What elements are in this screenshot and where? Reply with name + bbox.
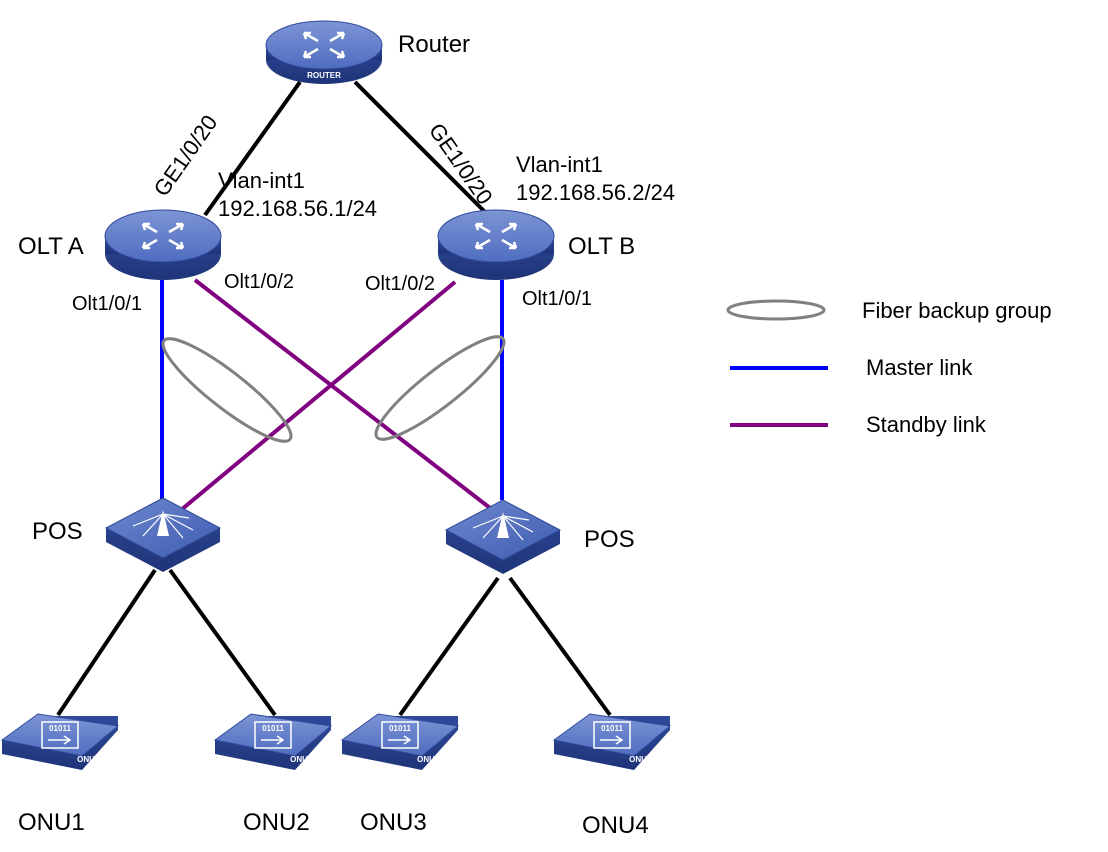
onu1-icon-label: ONU — [77, 755, 95, 764]
pos-right-onu3-link — [398, 576, 500, 717]
onu2-label: ONU2 — [243, 809, 310, 836]
standby-link-olt-a-to-right-pos — [193, 278, 492, 510]
olt-a-label: OLT A — [18, 233, 84, 260]
onu2-icon-label: ONU — [290, 755, 308, 764]
onu3-label: ONU3 — [360, 809, 427, 836]
olt-a-ip-label: 192.168.56.1/24 — [218, 196, 377, 221]
pos-right-onu4-link — [508, 576, 612, 717]
pos-left-onu1-link — [56, 568, 157, 717]
onu2-icon: 01011 ONU — [213, 713, 333, 770]
legend: Fiber backup group Master link Standby l… — [726, 298, 1052, 437]
links — [56, 80, 612, 717]
pos-left-splitter-icon — [104, 497, 222, 572]
olt-b-port2-label: Olt1/0/2 — [365, 273, 435, 295]
legend-master-link-label: Master link — [866, 355, 973, 380]
onu3-icon-label: ONU — [417, 755, 435, 764]
onu4-label: ONU4 — [582, 812, 649, 839]
olt-a-switch-icon — [104, 209, 222, 280]
onu1-label: ONU1 — [18, 809, 85, 836]
pos-right-label: POS — [584, 526, 635, 553]
router-icon: ROUTER — [265, 20, 383, 84]
fiber-backup-group-left — [161, 337, 293, 443]
fiber-backup-group-right — [374, 335, 506, 441]
olt-a-vlan-label: Vlan-int1 — [218, 168, 305, 193]
standby-link-olt-b-to-left-pos — [173, 280, 457, 517]
onu4-icon: 01011 ONU — [552, 713, 672, 770]
olt-a-port2-label: Olt1/0/2 — [224, 271, 294, 293]
onu3-bits-text: 01011 — [389, 724, 411, 733]
onu1-bits-text: 01011 — [49, 724, 71, 733]
olt-b-vlan-label: Vlan-int1 — [516, 152, 603, 177]
olt-b-ip-label: 192.168.56.2/24 — [516, 180, 675, 205]
onu4-icon-label: ONU — [629, 755, 647, 764]
onu1-icon: 01011 ONU — [0, 713, 120, 770]
olt-a-port1-label: Olt1/0/1 — [72, 293, 142, 315]
legend-fiber-backup-group-symbol — [726, 299, 826, 321]
olt-b-switch-icon — [437, 209, 555, 280]
olt-b-label: OLT B — [568, 233, 635, 260]
olt-a-uplink-port-label: GE1/0/20 — [149, 110, 223, 200]
router-olt-b-link — [353, 80, 487, 214]
router-label: Router — [398, 31, 470, 58]
legend-standby-link-label: Standby link — [866, 412, 987, 437]
router-icon-label: ROUTER — [307, 71, 341, 80]
pos-right-splitter-icon — [444, 499, 562, 574]
onu3-icon: 01011 ONU — [340, 713, 460, 770]
onu2-bits-text: 01011 — [262, 724, 284, 733]
onu4-bits-text: 01011 — [601, 724, 623, 733]
pos-left-onu2-link — [168, 568, 277, 717]
router-olt-a-link — [203, 80, 302, 217]
pos-left-label: POS — [32, 518, 83, 545]
olt-b-port1-label: Olt1/0/1 — [522, 288, 592, 310]
legend-fiber-backup-group-label: Fiber backup group — [862, 298, 1052, 323]
